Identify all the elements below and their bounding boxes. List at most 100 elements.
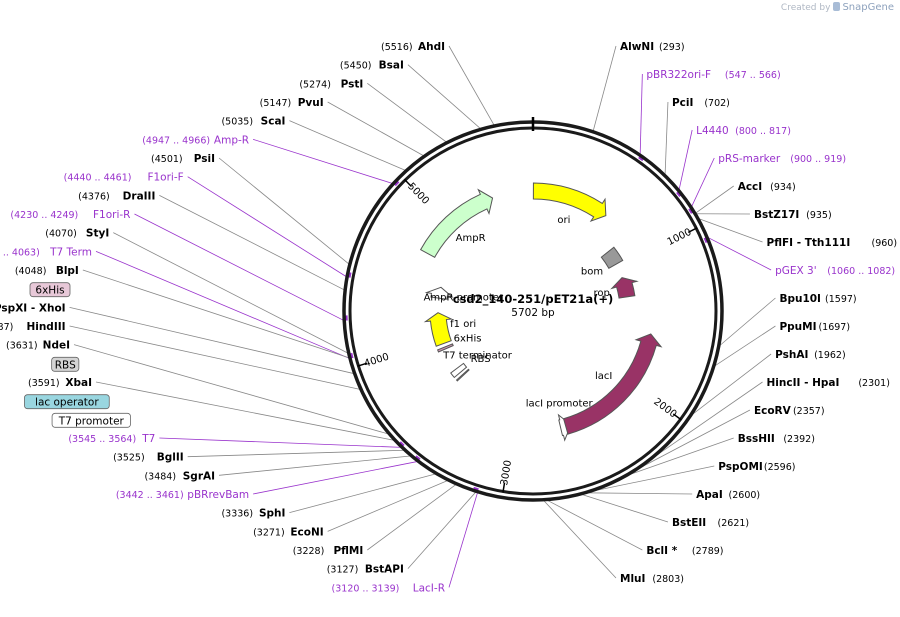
site-name: T7 promoter (58, 415, 125, 427)
site-styi: StyI(4070) (45, 228, 109, 240)
site-bsteii: BstEII (2621) (672, 517, 749, 529)
site-leader (542, 499, 617, 579)
site-leader (690, 157, 715, 208)
site-name: ScaI (261, 116, 286, 128)
site-leader (580, 493, 669, 523)
site-leader (584, 492, 693, 495)
feature-label-ori: ori (557, 215, 570, 226)
site-name: F1ori-R (93, 209, 130, 221)
site-name: NdeI (43, 340, 70, 352)
site-leader (694, 185, 734, 214)
site-position: (547 .. 566) (725, 70, 781, 81)
tick-mark (357, 362, 368, 367)
site-leader (113, 232, 350, 354)
site-position: (293) (659, 42, 685, 53)
credit-brand: SnapGene (842, 2, 894, 13)
site-leader (95, 250, 351, 360)
site-leader (407, 491, 477, 569)
tick-mark (687, 227, 698, 234)
site-name: lac operator (35, 397, 99, 409)
site-bstz17i: BstZ17I(935) (754, 209, 832, 221)
feature-laci (562, 333, 663, 435)
site-blpi: BlpI (4048) (15, 265, 79, 277)
site-name: T7 (141, 433, 155, 445)
site-leader (630, 409, 751, 474)
site-6xhis: 6xHis (29, 282, 71, 298)
site-bstapi: BstAPI (3127) (327, 564, 404, 576)
site-leader (718, 297, 776, 347)
site-bpu10i: Bpu10I(1597) (779, 293, 856, 305)
site-leader (187, 176, 348, 278)
site-leader (218, 157, 351, 266)
snapgene-logo-icon (833, 2, 841, 11)
feature-label-laci: lacI (595, 371, 612, 382)
feature-f1-ori (423, 312, 454, 347)
site-position: (2621) (718, 518, 750, 529)
site-name: BlpI (56, 265, 79, 277)
site-position: (960) (872, 238, 898, 249)
site-name: BstEII (672, 517, 706, 529)
tick-mark (403, 178, 412, 188)
feature-rbs (455, 368, 470, 382)
site-leader (367, 83, 448, 143)
site-pvui: PvuI (5147) (260, 97, 324, 109)
site-name: pBRrevBam (187, 489, 249, 501)
site-position: (3127) (327, 565, 359, 576)
site-name: AlwNI (620, 41, 654, 53)
site-f1ori-r: F1ori-R(4230 .. 4249) (10, 209, 130, 221)
tick-label: 3000 (499, 459, 514, 486)
site-leader (639, 73, 643, 156)
site-bsai: BsaI(5450) (340, 60, 404, 72)
site-box (51, 356, 80, 372)
site-name: EcoRV (754, 405, 792, 417)
feature-ori (532, 182, 607, 223)
site-labels: AlwNI(293)pBR322ori-F(547 .. 566)PciI(70… (0, 41, 897, 594)
site-lac-operator: lac operator (24, 394, 110, 410)
site-name: XbaI (65, 377, 92, 389)
primer-bind-mark (688, 207, 694, 214)
site-leader (289, 120, 407, 172)
credit-prefix: Created by (780, 3, 831, 13)
site-name: pBR322ori-F (646, 69, 711, 81)
site-ahdi: AhdI(5516) (381, 41, 445, 53)
site-position: (1697) (818, 322, 850, 333)
site-leader (69, 325, 362, 391)
site-name: pGEX 3' (775, 265, 817, 277)
tick-mark (672, 413, 682, 421)
site-position: (934) (770, 182, 796, 193)
site-position: (2803) (652, 574, 684, 585)
snapgene-credit: Created by SnapGene (781, 2, 894, 13)
site-position: (5274) (299, 79, 331, 90)
site-name: PsiI (194, 153, 215, 165)
site-box (51, 412, 131, 428)
site-position: (1962) (814, 350, 846, 361)
site-leader (82, 269, 351, 359)
site-name: HindIII (26, 321, 65, 333)
site-position: (3591) (28, 378, 60, 389)
plasmid-size: 5702 bp (511, 307, 555, 319)
site-pshai: PshAI(1962) (775, 349, 846, 361)
site-leader (134, 213, 345, 322)
site-position: (5147) (260, 98, 292, 109)
site-name: PvuI (298, 97, 324, 109)
feature-label-ampr: AmpR (456, 233, 486, 244)
feature-t7-terminator (450, 362, 468, 379)
tick-label: 2000 (651, 396, 678, 420)
site-hincii-hpai: HincII - HpaI(2301) (767, 377, 890, 389)
site-position: (4048) (15, 266, 47, 277)
site-name: StyI (86, 228, 109, 240)
site-position: (4501) (151, 154, 183, 165)
site-position: (5035) (221, 117, 253, 128)
site-position: (702) (704, 98, 730, 109)
site-t7: T7(3545 .. 3564) (68, 433, 155, 445)
site-scai: ScaI (5035) (221, 116, 285, 128)
site-name: HincII - HpaI (767, 377, 840, 389)
site-name: F1ori-F (147, 172, 183, 184)
site-leader (327, 479, 449, 532)
site-avai-bsobi-paer7i-pspxi-xhoi: AvaI - BsoBI - PaeR7I - PspXI - XhoI(396… (0, 302, 66, 314)
site-pflmi: PflMI(3228) (293, 545, 364, 557)
site-name: Amp-R (214, 134, 249, 146)
site-name: BstAPI (365, 564, 404, 576)
site-leader (69, 306, 355, 375)
